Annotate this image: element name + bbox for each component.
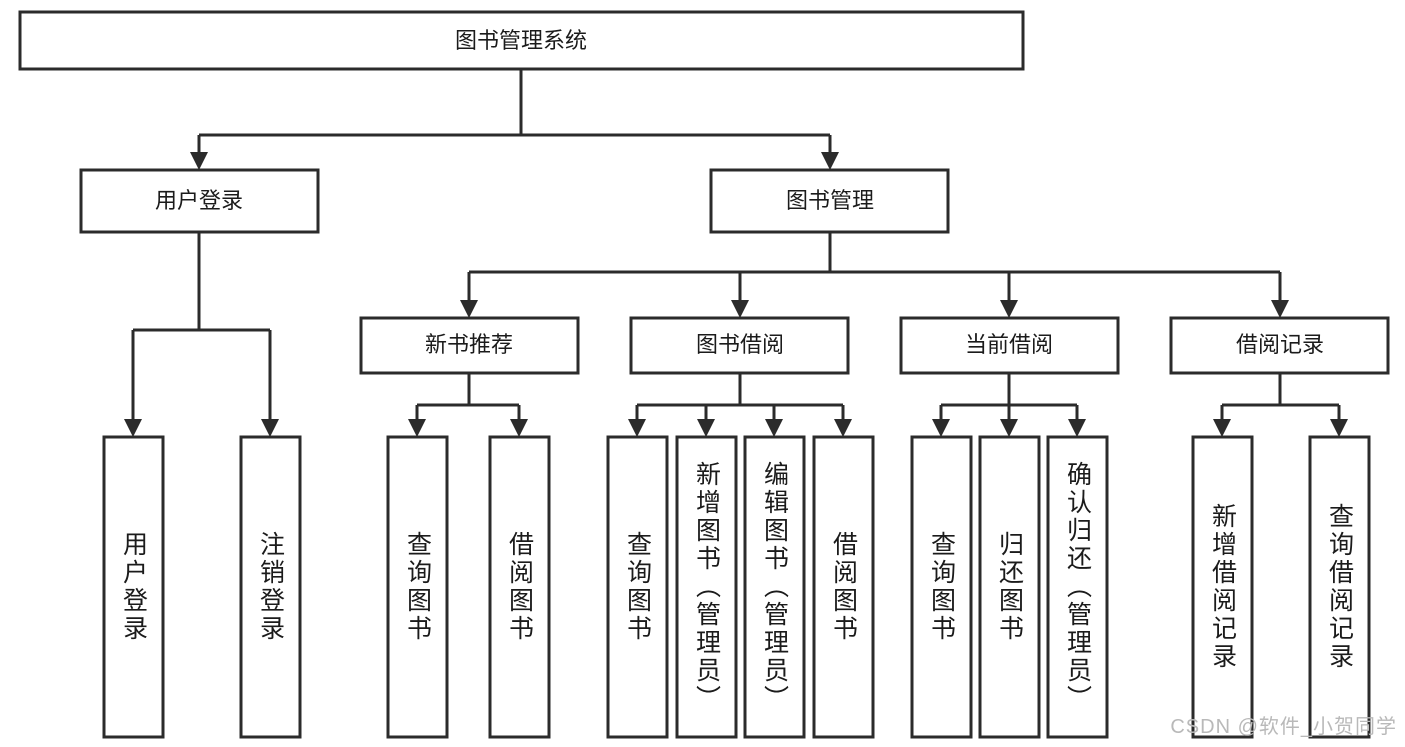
leaf-label-query-record: 查询借阅记录 <box>1325 503 1354 671</box>
node-book-manage-label: 图书管理 <box>786 188 874 213</box>
leaf-box-query-book-1[interactable] <box>386 435 449 739</box>
leaf-label-user-login: 用户登录 <box>119 531 148 643</box>
node-book-borrow[interactable]: 图书借阅 <box>629 316 850 375</box>
node-new-book-recommend-label: 新书推荐 <box>425 332 513 357</box>
leaf-label-add-record: 新增借阅记录 <box>1208 503 1237 671</box>
leaf-box-logout[interactable] <box>239 435 302 739</box>
leaf-box-return-book[interactable] <box>978 435 1041 739</box>
leaf-box-confirm-return[interactable] <box>1046 435 1109 739</box>
connector-root-to-level2 <box>190 69 839 170</box>
leaf-box-add-record[interactable] <box>1191 435 1254 739</box>
leaf-box-query-book-3[interactable] <box>910 435 973 739</box>
leaf-label-add-book: 新增图书（管理员） <box>692 461 721 713</box>
connector-current-borrow-to-leaves <box>932 373 1086 437</box>
leaf-box-user-login[interactable] <box>102 435 165 739</box>
leaf-box-query-record[interactable] <box>1308 435 1371 739</box>
node-new-book-recommend-box <box>359 316 580 375</box>
leaf-label-logout: 注销登录 <box>256 531 285 643</box>
leaf-boxes <box>102 435 1371 739</box>
node-book-borrow-label: 图书借阅 <box>696 332 784 357</box>
node-current-borrow[interactable]: 当前借阅 <box>899 316 1120 375</box>
connector-new-book-recommend-to-leaves <box>408 373 528 437</box>
leaf-box-borrow-book-2[interactable] <box>812 435 875 739</box>
leaf-label-query-book-3: 查询图书 <box>927 531 956 643</box>
node-new-book-recommend[interactable]: 新书推荐 <box>359 316 580 375</box>
node-book-manage[interactable]: 图书管理 <box>709 168 950 234</box>
node-borrow-record[interactable]: 借阅记录 <box>1169 316 1390 375</box>
leaf-label-confirm-return: 确认归还（管理员） <box>1063 461 1092 713</box>
node-user-login[interactable]: 用户登录 <box>79 168 320 234</box>
leaf-box-edit-book[interactable] <box>743 435 806 739</box>
node-root-box <box>18 10 1025 71</box>
leaf-box-borrow-book-1[interactable] <box>488 435 551 739</box>
connector-book-manage-to-level3 <box>460 232 1289 318</box>
leaf-label-borrow-book-1: 借阅图书 <box>505 531 534 643</box>
node-borrow-record-label: 借阅记录 <box>1236 332 1324 357</box>
leaf-label-query-book-1: 查询图书 <box>403 531 432 643</box>
leaf-label-borrow-book-2: 借阅图书 <box>829 531 858 643</box>
node-current-borrow-box <box>899 316 1120 375</box>
leaf-box-query-book-2[interactable] <box>606 435 669 739</box>
csdn-watermark: CSDN @软件_小贺同学 <box>1170 716 1397 738</box>
node-user-login-label: 用户登录 <box>155 188 243 213</box>
connector-borrow-record-to-leaves <box>1213 373 1348 437</box>
leaf-label-query-book-2: 查询图书 <box>623 531 652 643</box>
leaf-label-return-book: 归还图书 <box>995 531 1024 643</box>
connector-book-borrow-to-leaves <box>628 373 852 437</box>
node-current-borrow-label: 当前借阅 <box>965 332 1053 357</box>
node-root[interactable]: 图书管理系统 <box>18 10 1025 71</box>
connector-user-login-to-leaves <box>124 232 279 437</box>
leaf-label-edit-book: 编辑图书（管理员） <box>760 461 789 713</box>
leaf-box-add-book[interactable] <box>675 435 738 739</box>
node-root-label: 图书管理系统 <box>455 28 587 53</box>
